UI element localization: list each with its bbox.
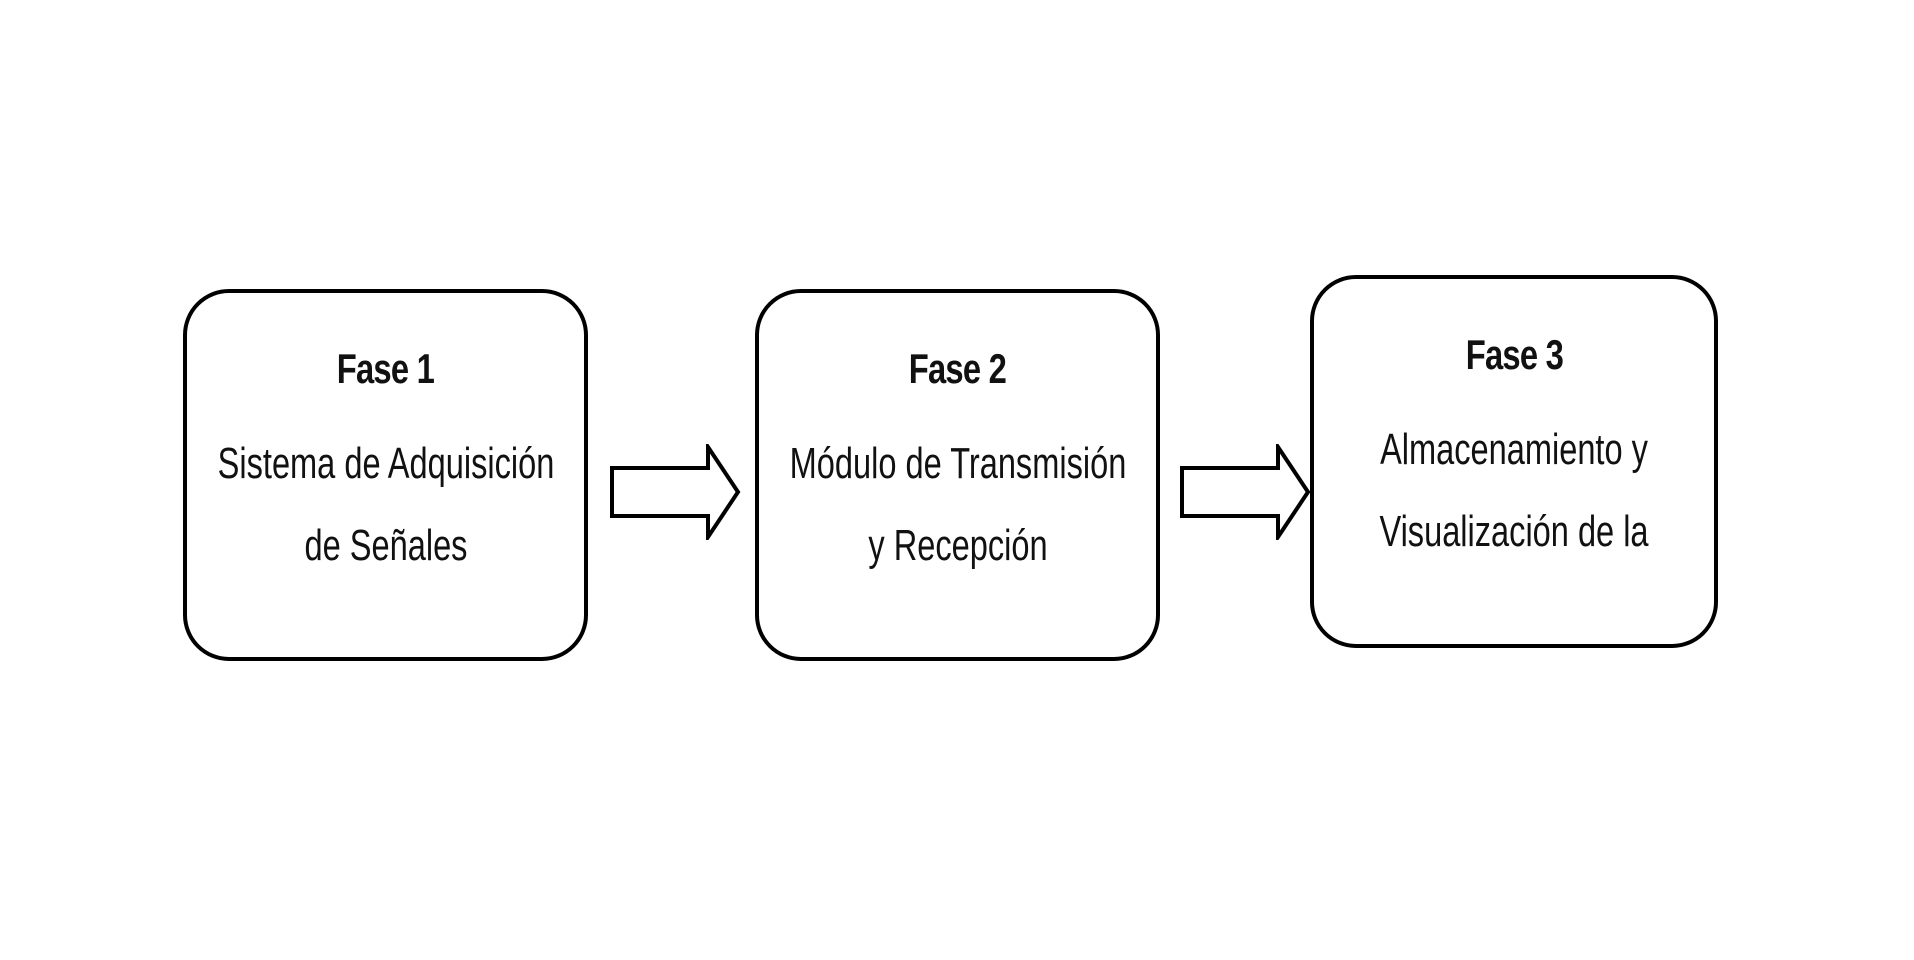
phase-box-1: Fase 1 Sistema de Adquisición de Señales: [183, 289, 588, 661]
phase-title-3: Fase 3: [1465, 331, 1563, 378]
right-arrow-icon: [1180, 444, 1311, 540]
phase-title-1: Fase 1: [336, 345, 435, 392]
phase-description-3: Almacenamiento y Visualización de la: [1379, 425, 1649, 556]
phase-box-2: Fase 2 Módulo de Transmisión y Recepción: [755, 289, 1160, 661]
phase-box-3: Fase 3 Almacenamiento y Visualización de…: [1310, 275, 1718, 648]
phase-title-2: Fase 2: [908, 345, 1007, 392]
right-arrow-icon: [610, 444, 741, 540]
phase-description-1: Sistema de Adquisición de Señales: [217, 439, 554, 570]
phase-description-2: Módulo de Transmisión y Recepción: [789, 439, 1126, 570]
